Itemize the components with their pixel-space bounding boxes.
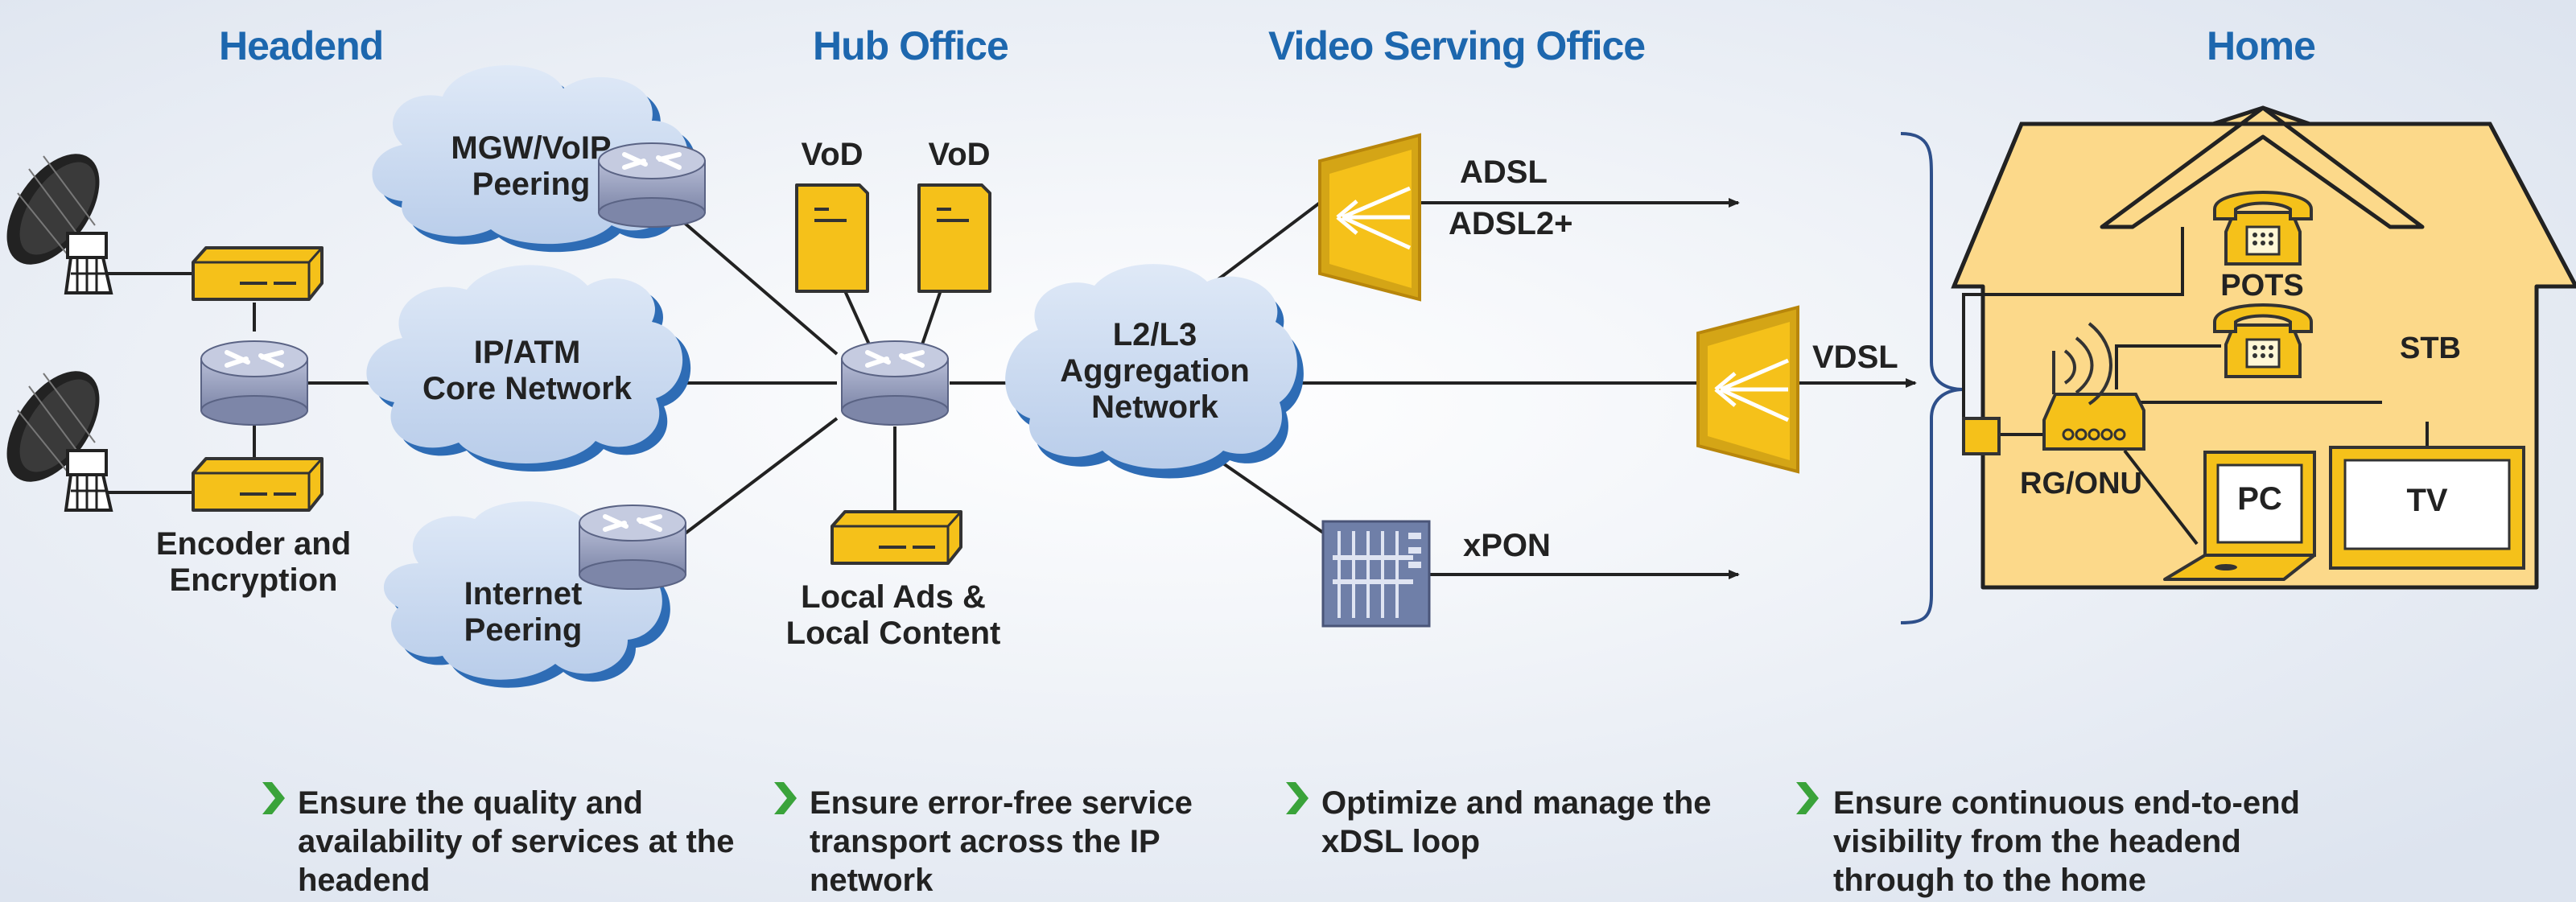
- headend-router-icon: [201, 341, 307, 425]
- encoder-encryption-label: Encoder and Encryption: [155, 526, 352, 598]
- heading-home: Home: [2207, 23, 2316, 68]
- adsl-dslam-icon: [1320, 135, 1420, 299]
- bullet-video-serving-office: Optimize and manage the xDSL loop: [1321, 785, 1712, 859]
- mgw-voip-peering-label: MGW/VoIP Peering: [451, 130, 612, 202]
- adsl-label: ADSL: [1460, 154, 1548, 190]
- olt-icon: [1321, 520, 1431, 628]
- telephone-icon: [2213, 191, 2313, 266]
- laptop-icon: [2163, 451, 2316, 581]
- heading-video-serving-office: Video Serving Office: [1268, 23, 1646, 68]
- encoder-box-icon: [192, 246, 324, 301]
- core-network-label: IP/ATM Core Network: [422, 335, 633, 406]
- vdsl-dslam-icon: [1698, 307, 1798, 472]
- tv-label: TV: [2406, 483, 2448, 518]
- aggregation-network-cloud: [1005, 264, 1304, 479]
- bullet-hub-office: Ensure error-free service transport acro…: [810, 785, 1193, 898]
- vod-server-icon: [795, 183, 869, 293]
- bullet-home: Ensure continuous end-to-end visibility …: [1833, 785, 2300, 898]
- aggregation-network-label: L2/L3 Aggregation Network: [1060, 317, 1250, 425]
- pc-label: PC: [2237, 481, 2282, 517]
- vod-server-icon: [917, 183, 991, 293]
- rg-onu-label: RG/ONU: [2020, 467, 2142, 500]
- local-ads-label: Local Ads & Local Content: [785, 579, 1001, 651]
- local-ads-box-icon: [831, 510, 962, 565]
- hub-router-icon: [842, 341, 948, 425]
- core-network-cloud: [366, 265, 691, 472]
- television-icon: [2329, 446, 2525, 570]
- adsl2-plus-label: ADSL2+: [1449, 206, 1573, 241]
- bullet-headend: Ensure the quality and availability of s…: [298, 785, 735, 898]
- vdsl-label: VDSL: [1812, 340, 1898, 375]
- heading-headend: Headend: [219, 23, 384, 68]
- vod-label: VoD: [801, 137, 863, 172]
- pots-label: POTS: [2220, 269, 2304, 303]
- demarcation-box-icon: [1962, 417, 2001, 455]
- xpon-label: xPON: [1463, 528, 1551, 563]
- heading-hub-office: Hub Office: [813, 23, 1009, 68]
- stb-label: STB: [2400, 332, 2461, 365]
- home-wiring: [1962, 227, 2429, 546]
- internet-peering-label: Internet Peering: [464, 576, 583, 648]
- bullet-chevrons: [262, 782, 1819, 814]
- arrows: [1420, 198, 1917, 579]
- vod-label: VoD: [928, 137, 991, 172]
- rg-onu-icon: [2042, 322, 2145, 451]
- encryption-box-icon: [192, 457, 324, 512]
- telephone-icon: [2213, 303, 2313, 378]
